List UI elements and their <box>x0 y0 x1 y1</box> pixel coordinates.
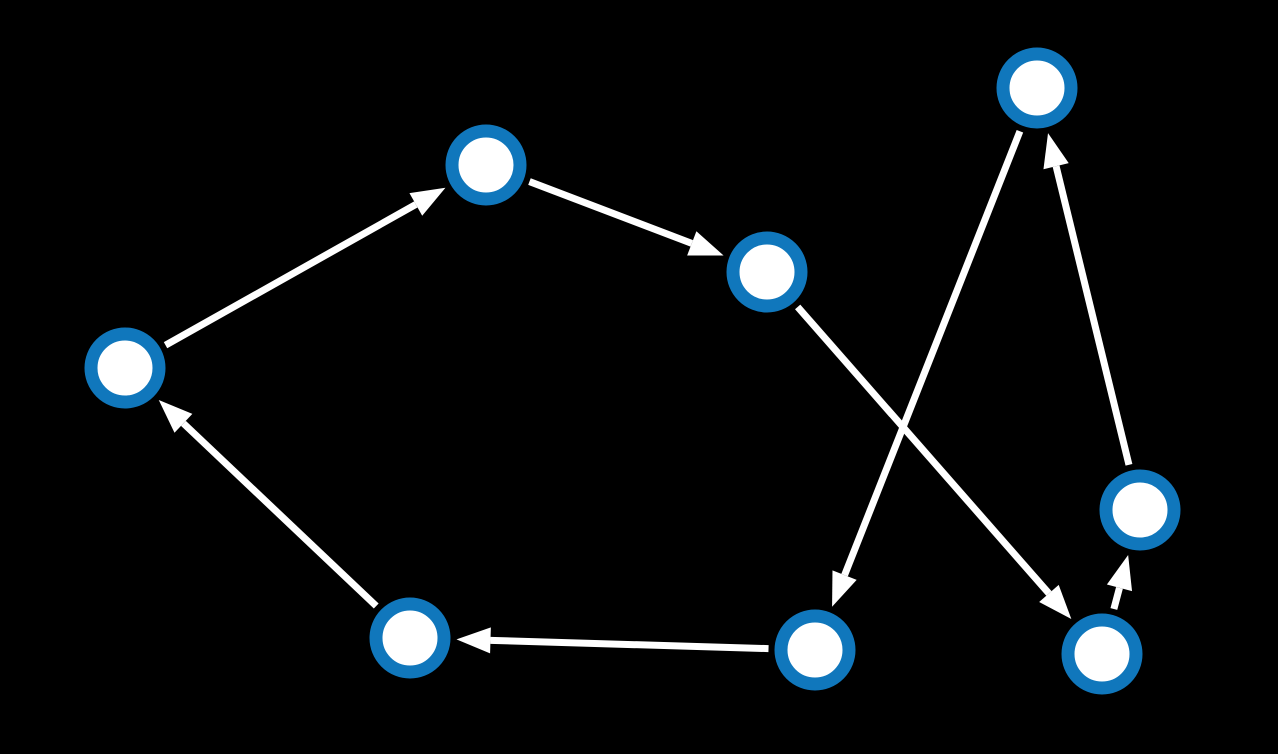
edge-line <box>490 636 769 653</box>
node-circle <box>726 231 808 313</box>
graph-edge[interactable] <box>163 187 446 349</box>
graph-node[interactable] <box>1061 613 1143 695</box>
edge-line <box>1110 586 1123 610</box>
graph-edge[interactable] <box>158 399 379 609</box>
graph-edge[interactable] <box>832 129 1024 607</box>
node-circle <box>996 47 1078 129</box>
graph-edge[interactable] <box>1106 554 1133 610</box>
graph-node[interactable] <box>445 124 527 206</box>
edge-layer <box>158 129 1133 654</box>
graph-node[interactable] <box>369 597 451 679</box>
node-circle <box>1061 613 1143 695</box>
edge-line <box>841 129 1024 577</box>
graph-edge[interactable] <box>456 627 769 654</box>
arrow-head-icon <box>456 627 491 654</box>
graph-node[interactable] <box>726 231 808 313</box>
node-layer <box>84 47 1181 695</box>
arrow-head-icon <box>1106 554 1133 592</box>
edge-line <box>795 304 1052 596</box>
arrow-head-icon <box>409 187 446 216</box>
arrow-head-icon <box>687 231 724 256</box>
graph-node[interactable] <box>1099 469 1181 551</box>
graph-node[interactable] <box>996 47 1078 129</box>
node-circle <box>84 327 166 409</box>
node-circle <box>445 124 527 206</box>
node-circle <box>369 597 451 679</box>
edge-line <box>528 178 694 247</box>
arrow-head-icon <box>832 570 857 607</box>
node-circle <box>774 609 856 691</box>
arrow-head-icon <box>1043 133 1069 170</box>
graph-edge[interactable] <box>1043 133 1133 466</box>
graph-node[interactable] <box>84 327 166 409</box>
graph-edge[interactable] <box>528 178 724 256</box>
arrow-head-icon <box>158 399 193 433</box>
edge-line <box>163 201 418 349</box>
edge-line <box>181 420 379 609</box>
arrow-head-icon <box>1039 584 1072 620</box>
node-circle <box>1099 469 1181 551</box>
edge-line <box>1052 165 1133 466</box>
graph-node[interactable] <box>774 609 856 691</box>
graph-edge[interactable] <box>795 304 1072 620</box>
